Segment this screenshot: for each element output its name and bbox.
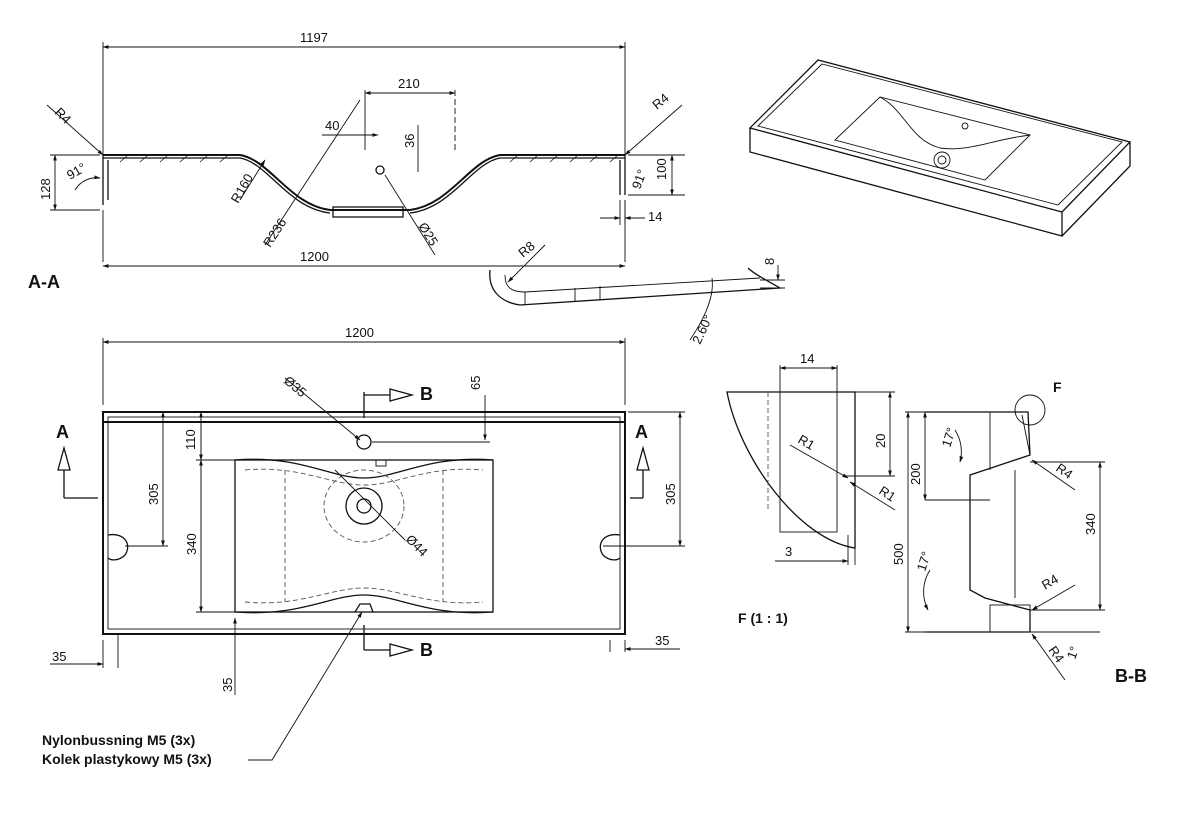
dim-plan-width: 1200 <box>345 325 374 340</box>
dim-overall-bottom: 1200 <box>300 249 329 264</box>
dim-tap-from-back: 65 <box>468 376 483 390</box>
detail-f: 14 20 R1 R1 3 F (1 : 1) <box>726 351 898 626</box>
section-bb: F 500 200 340 17° 17° R4 R4 R4 1° B-B <box>891 379 1147 686</box>
dim-drain-dia: Ø25 <box>415 220 441 249</box>
detail-f-width: 14 <box>800 351 814 366</box>
dim-bowl-r2: R236 <box>260 215 290 249</box>
section-aa-label: A-A <box>28 272 60 292</box>
section-mark-a-left: A <box>56 422 69 442</box>
detail-f-offset: 3 <box>785 544 792 559</box>
detail-f-height: 20 <box>873 434 888 448</box>
dim-edge-front: 35 <box>220 678 235 692</box>
dim-tap-hole: Ø35 <box>281 373 309 400</box>
note-line-2: Kolek plastykowy M5 (3x) <box>42 751 212 767</box>
dim-drain-offset: 40 <box>325 118 339 133</box>
dim-radius-left: R4 <box>52 105 74 127</box>
bb-angle-bottom: 17° <box>914 550 934 573</box>
notes: Nylonbussning M5 (3x) Kolek plastykowy M… <box>42 732 212 767</box>
lip-profile: R8 8 2.60° <box>489 238 785 346</box>
section-mark-b-bottom: B <box>420 640 433 660</box>
dim-drain-hole: Ø44 <box>403 532 431 560</box>
bb-height: 200 <box>908 463 923 485</box>
dim-height-right: 100 <box>654 158 669 180</box>
detail-f-marker: F <box>1053 379 1062 395</box>
dim-lip-height: 8 <box>762 258 777 265</box>
detail-f-label: F (1 : 1) <box>738 610 788 626</box>
dim-bowl-from-back: 110 <box>183 429 198 450</box>
dim-drain-depth: 36 <box>402 134 417 148</box>
bb-angle-front: 1° <box>1064 644 1082 661</box>
dim-bracket-right: 305 <box>663 483 678 505</box>
dim-bowl-depth: 340 <box>184 533 199 555</box>
dim-tap-offset: 210 <box>398 76 420 91</box>
dim-height-left: 128 <box>38 178 53 200</box>
dim-slope: 2.60° <box>689 312 715 346</box>
dim-overall-top: 1197 <box>300 30 328 45</box>
detail-f-radius2: R1 <box>876 483 898 505</box>
section-mark-b-top: B <box>420 384 433 404</box>
dim-bowl-r1: R160 <box>228 171 257 205</box>
dim-angle-right: 91° <box>629 167 650 191</box>
bb-bowl-depth: 340 <box>1083 513 1098 535</box>
bb-radius-top: R4 <box>1053 460 1075 482</box>
dim-edge-right: 35 <box>655 633 669 648</box>
aa-hatching <box>119 154 619 163</box>
isometric-view <box>748 59 1132 237</box>
dim-lip-radius: R8 <box>515 238 537 260</box>
dim-bracket-left: 305 <box>146 483 161 505</box>
plan-view: 1200 Ø35 65 110 340 <box>50 325 685 761</box>
detail-f-radius1: R1 <box>796 432 818 453</box>
dim-radius-right: R4 <box>649 90 671 112</box>
note-line-1: Nylonbussning M5 (3x) <box>42 732 195 748</box>
dim-angle-left: 91° <box>64 160 89 183</box>
bb-depth: 500 <box>891 543 906 565</box>
bb-angle-top: 17° <box>939 426 959 449</box>
section-mark-a-right: A <box>635 422 648 442</box>
section-bb-label: B-B <box>1115 666 1147 686</box>
section-aa: 1197 210 <box>28 30 685 292</box>
dim-edge-width: 14 <box>648 209 662 224</box>
dim-edge-left: 35 <box>52 649 66 664</box>
bb-radius-mid: R4 <box>1039 571 1061 592</box>
